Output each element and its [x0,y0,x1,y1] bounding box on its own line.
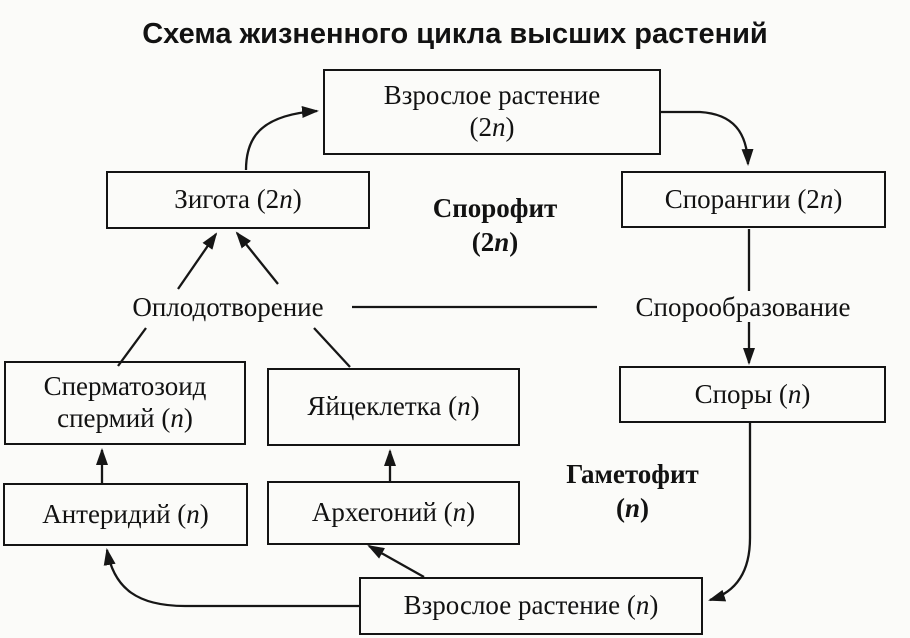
ploidy-2n: (2n) [256,184,302,215]
node-zygote: Зигота (2n) [106,171,370,229]
label-sporulation: Спорообразование [635,292,851,322]
line-egg-to-fertilization [313,327,351,368]
ploidy-2n: (2n) [469,112,515,142]
node-adult-plant-2n: Взрослое растение (2n) [323,69,661,155]
ploidy-n: (n) [626,590,659,621]
node-adult-plant-n: Взрослое растение (n) [359,577,703,635]
diagram-title: Схема жизненного цикла высших растений [142,18,768,50]
ploidy-2n: (2n) [471,226,519,257]
node-archegonium: Архегоний (n) [267,481,520,545]
ploidy-n: (n) [448,391,480,422]
ploidy-n: (n) [615,492,650,523]
label-sporophyte: Спорофит (2n) [410,192,580,260]
label-gametophyte: Гаметофит (n) [545,458,720,526]
node-label: Взрослое растение (n) [403,590,659,621]
node-label-line2: спермий (n) [57,403,193,433]
node-label: Яйцеклетка (n) [307,391,480,422]
node-label: Спорангии (2n) [664,183,843,214]
node-label-line1: Сперматозоид [43,371,207,402]
node-label: Антеридий (n) [42,498,209,529]
node-label: Споры (n) [694,378,811,409]
ploidy-n: (n) [161,403,193,433]
gametophyte-text: Гаметофит [566,459,699,489]
line-sperm-to-fertilization [117,327,147,367]
sporophyte-text: Спорофит [432,193,558,223]
ploidy-n: (n) [778,378,811,409]
label-fertilization: Оплодотворение [132,292,324,322]
arrow-adult-plant-2n-to-sporangia [661,110,754,166]
ploidy-n: (n) [443,497,476,528]
ploidy-2n: (2n) [797,183,843,214]
arrow-adult-plant-n-to-antheridium [103,548,359,608]
arrow-fertilization-to-zygote-left [177,232,218,290]
ploidy-n: (n) [177,498,209,529]
node-label: Зигота (2n) [174,184,302,215]
node-spores: Споры (n) [619,366,886,423]
node-egg: Яйцеклетка (n) [267,368,520,446]
node-label: Архегоний (n) [311,497,476,528]
arrow-fertilization-to-zygote-right [235,231,279,285]
node-label: Взрослое растение [383,80,601,111]
node-sperm: Сперматозоид спермий (n) [4,361,246,445]
arrow-zygote-to-adult-plant-2n [244,106,319,171]
node-sporangia: Спорангии (2n) [621,171,886,228]
node-antheridium: Антеридий (n) [3,483,248,546]
arrow-spores-to-adult-plant-n [708,423,752,602]
arrow-adult-plant-n-to-archegonium [367,544,425,579]
